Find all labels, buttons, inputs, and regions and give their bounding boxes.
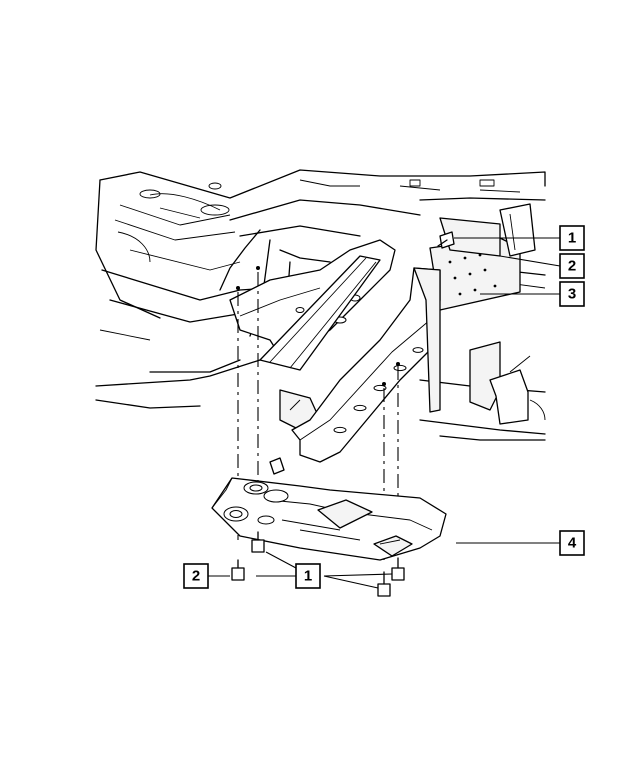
seat-track-assembly bbox=[229, 239, 396, 431]
callout-label: 1 bbox=[568, 230, 576, 247]
callout-3: 3 bbox=[559, 281, 585, 307]
callout-label: 2 bbox=[568, 258, 576, 275]
callout-2-top: 2 bbox=[559, 253, 585, 279]
bolt-icon bbox=[391, 557, 405, 581]
callout-1-bottom: 1 bbox=[295, 563, 321, 589]
part-4-skid-plate bbox=[211, 477, 447, 561]
callout-label: 4 bbox=[568, 535, 577, 552]
bolt-icon bbox=[231, 559, 245, 581]
bolt-icon bbox=[377, 571, 391, 597]
callout-4: 4 bbox=[559, 530, 585, 556]
callout-2-bottom: 2 bbox=[183, 563, 209, 589]
bolt-icon bbox=[251, 531, 265, 553]
lower-bolts bbox=[231, 531, 405, 597]
callout-label: 3 bbox=[568, 286, 576, 303]
upper-bolts bbox=[236, 231, 455, 475]
bolt-icon bbox=[437, 231, 455, 249]
callout-1-top: 1 bbox=[559, 225, 585, 251]
part-3-reinforcement-bracket bbox=[291, 267, 441, 463]
callout-label: 2 bbox=[192, 568, 200, 585]
callout-label: 1 bbox=[304, 568, 312, 585]
leader-lines bbox=[208, 237, 561, 589]
bolt-icon bbox=[269, 457, 285, 475]
